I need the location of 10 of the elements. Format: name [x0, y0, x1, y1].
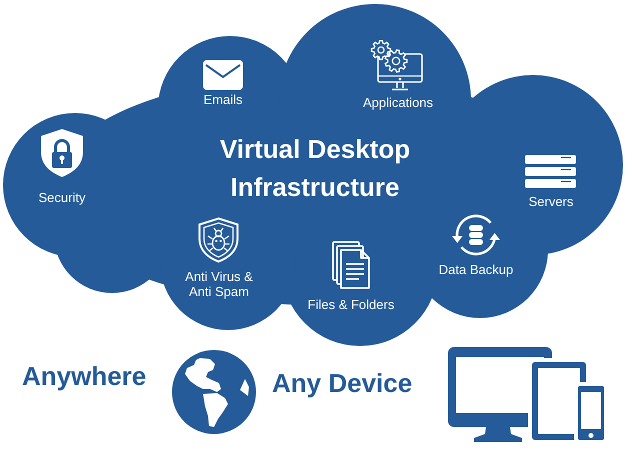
tagline-text: Any Device [272, 368, 412, 398]
feature-label: Files & Folders [306, 297, 396, 312]
feature-label: Security [38, 190, 86, 205]
tagline-text: Anywhere [22, 361, 146, 391]
feature-label: Anti Virus & Anti Spam [184, 269, 254, 299]
cloud-title: Virtual Desktop Infrastructure [218, 133, 412, 204]
feature-label: Applications [362, 95, 434, 110]
feature-label: Servers [528, 194, 574, 209]
feature-label: Data Backup [438, 262, 514, 277]
feature-label: Emails [202, 92, 244, 107]
